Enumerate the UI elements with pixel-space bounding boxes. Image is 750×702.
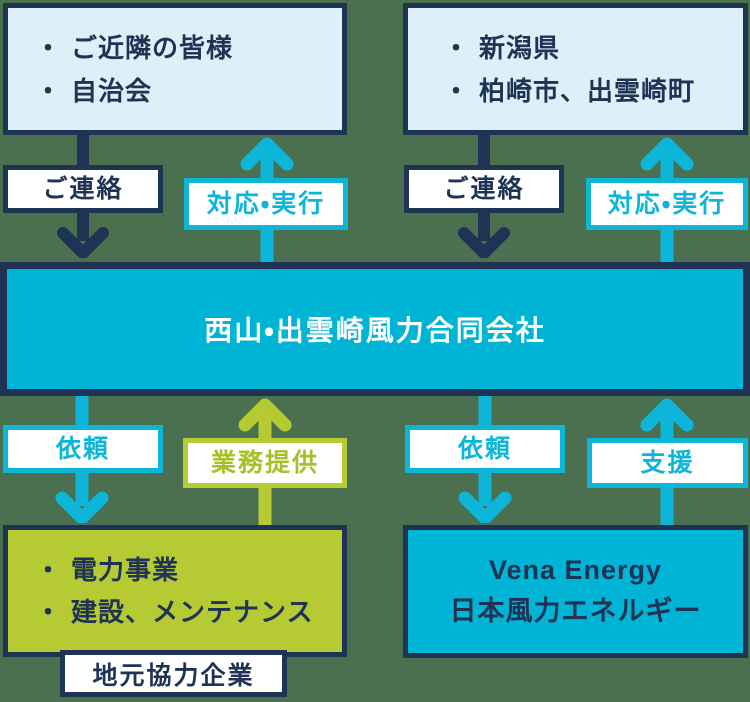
list-item-label: 新潟県 xyxy=(479,32,561,63)
service-provision-label: 業務提供 xyxy=(183,438,347,488)
list-item: ・ 電力事業 xyxy=(35,557,342,583)
list-item-label: 建設、メンテナンス xyxy=(71,597,314,627)
company-name: 西山・出雲崎風力合同会社 xyxy=(204,315,546,346)
caption-label: 地元協力企業 xyxy=(92,661,255,690)
vena-energy-name-ja: 日本風力エネルギー xyxy=(449,596,702,626)
response-left-label: 対応・実行 xyxy=(184,178,348,230)
vena-energy-box: Vena Energy 日本風力エネルギー xyxy=(403,525,748,658)
bullet-icon: ・ xyxy=(35,75,63,106)
flow-label-text: 対応・実行 xyxy=(607,189,727,218)
list-item-label: 柏崎市、出雲崎町 xyxy=(479,75,696,106)
response-right-label: 対応・実行 xyxy=(586,178,748,230)
request-right-label: 依頼 xyxy=(405,425,565,473)
flow-label-text: 支援 xyxy=(640,448,695,477)
request-left-label: 依頼 xyxy=(3,425,163,473)
support-label: 支援 xyxy=(587,438,748,488)
bullet-icon: ・ xyxy=(35,32,63,63)
list-item: ・ ご近隣の皆様 xyxy=(35,35,342,61)
flow-label-text: ご連絡 xyxy=(42,174,124,203)
flow-label-text: 依頼 xyxy=(457,434,512,463)
vena-energy-name-en: Vena Energy xyxy=(488,555,663,586)
government-box: ・ 新潟県 ・ 柏崎市、出雲崎町 xyxy=(403,3,748,135)
list-item-label: 電力事業 xyxy=(71,555,180,585)
flow-label-text: ご連絡 xyxy=(443,174,525,203)
bullet-icon: ・ xyxy=(443,75,471,106)
contact-right-label: ご連絡 xyxy=(404,165,564,213)
local-partners-box: ・ 電力事業 ・ 建設、メンテナンス xyxy=(3,525,347,657)
list-item: ・ 建設、メンテナンス xyxy=(35,599,342,625)
list-item: ・ 柏崎市、出雲崎町 xyxy=(443,78,743,104)
company-box: 西山・出雲崎風力合同会社 xyxy=(0,262,750,396)
bullet-icon: ・ xyxy=(35,555,63,585)
list-item: ・ 自治会 xyxy=(35,78,342,104)
list-item-label: ご近隣の皆様 xyxy=(71,32,234,63)
local-partners-caption: 地元協力企業 xyxy=(60,650,287,697)
contact-left-label: ご連絡 xyxy=(3,165,163,213)
bullet-icon: ・ xyxy=(443,32,471,63)
neighbors-box: ・ ご近隣の皆様 ・ 自治会 xyxy=(3,3,347,135)
flow-label-text: 依頼 xyxy=(55,434,110,463)
flow-label-text: 業務提供 xyxy=(210,448,319,477)
list-item-label: 自治会 xyxy=(71,75,153,106)
flow-label-text: 対応・実行 xyxy=(206,189,326,218)
list-item: ・ 新潟県 xyxy=(443,35,743,61)
bullet-icon: ・ xyxy=(35,597,63,627)
